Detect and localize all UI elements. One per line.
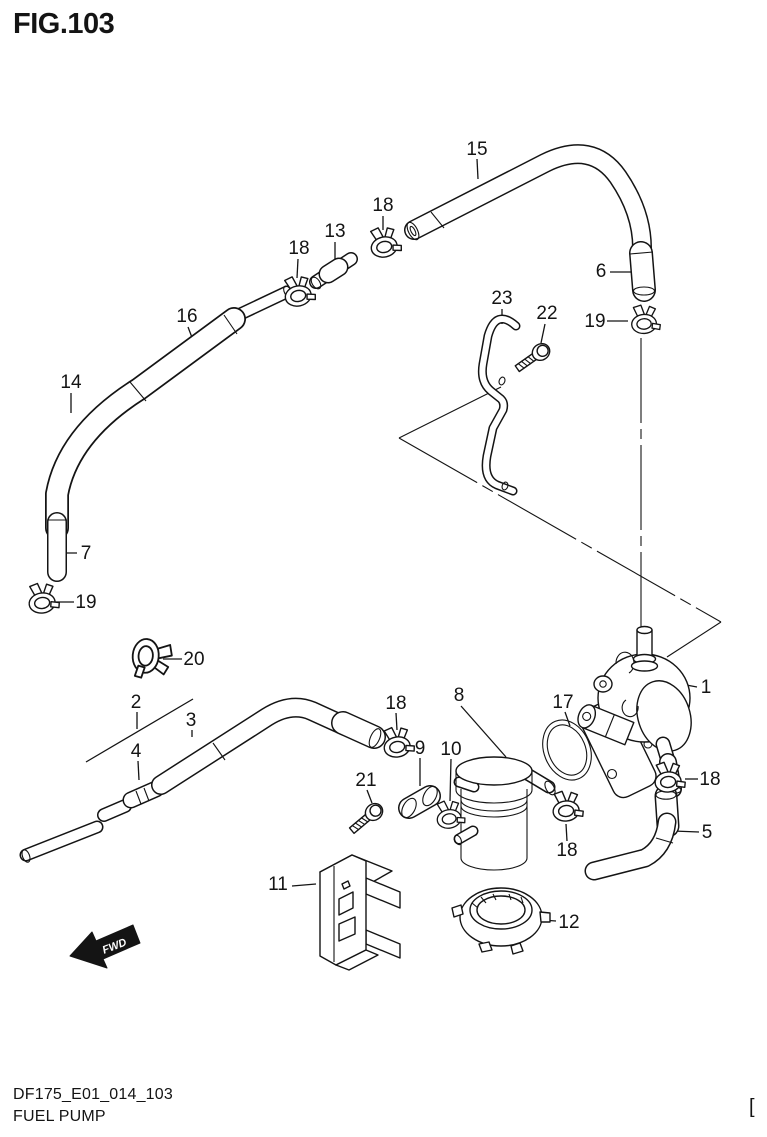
callout-18b: 18 xyxy=(288,238,309,259)
callout-13: 13 xyxy=(324,221,345,242)
callout-23: 23 xyxy=(491,288,512,309)
callout-18c: 18 xyxy=(385,693,406,714)
callout-17: 17 xyxy=(552,692,573,713)
callout-11: 11 xyxy=(268,874,288,895)
callout-6: 6 xyxy=(596,261,607,282)
hose-15 xyxy=(404,144,652,258)
pump-top-nipple xyxy=(630,625,659,672)
callout-18a: 18 xyxy=(372,195,393,216)
callout-16: 16 xyxy=(176,306,197,327)
clamp-18-c xyxy=(380,723,417,760)
callout-9: 9 xyxy=(415,738,426,759)
callout-18e: 18 xyxy=(699,769,720,790)
callout-18d: 18 xyxy=(556,840,577,861)
callout-1: 1 xyxy=(701,677,712,698)
figure-name: FUEL PUMP xyxy=(13,1108,106,1125)
clamp-18-a xyxy=(366,223,404,261)
sleeve-7 xyxy=(47,512,67,582)
connector-13 xyxy=(309,252,358,290)
callout-22: 22 xyxy=(536,303,557,324)
bracket-23 xyxy=(477,314,521,496)
callout-19b: 19 xyxy=(75,592,96,613)
callout-10: 10 xyxy=(440,739,461,760)
ring-nut-12 xyxy=(451,887,551,955)
callout-5: 5 xyxy=(702,822,713,843)
bolt-22 xyxy=(511,339,554,376)
callout-4: 4 xyxy=(131,741,142,762)
fwd-arrow: FWD xyxy=(69,924,141,969)
clamp-18-d xyxy=(550,788,585,823)
hose-5 xyxy=(584,784,680,881)
fuel-filter-8 xyxy=(453,756,556,871)
callout-20: 20 xyxy=(183,649,204,670)
callout-12: 12 xyxy=(558,912,579,933)
figure-title: FIG.103 xyxy=(13,8,115,40)
clamp-19-left xyxy=(25,580,62,616)
bracket-11 xyxy=(319,854,401,971)
grommet-9 xyxy=(398,785,441,819)
corner-bracket: [ xyxy=(749,1096,755,1118)
callout-7: 7 xyxy=(81,543,92,564)
hose-2-3-4 xyxy=(19,697,386,863)
fuel-pump-1 xyxy=(577,625,692,799)
figure-footer: DF175_E01_014_103 FUEL PUMP xyxy=(13,1084,173,1128)
callout-14: 14 xyxy=(60,372,82,393)
callout-19t: 19 xyxy=(584,311,605,332)
figure-code: DF175_E01_014_103 xyxy=(13,1086,173,1103)
callout-2: 2 xyxy=(131,692,142,713)
hose-16-14 xyxy=(45,285,294,540)
callout-15: 15 xyxy=(466,139,487,160)
assembly-lines xyxy=(398,338,722,658)
clamp-19-top xyxy=(629,303,662,335)
callout-21: 21 xyxy=(355,770,376,791)
o-ring-17 xyxy=(542,719,592,781)
bolt-21 xyxy=(345,799,387,838)
hose-end-6 xyxy=(629,241,656,302)
callout-8: 8 xyxy=(454,685,465,706)
callout-3: 3 xyxy=(186,710,197,731)
